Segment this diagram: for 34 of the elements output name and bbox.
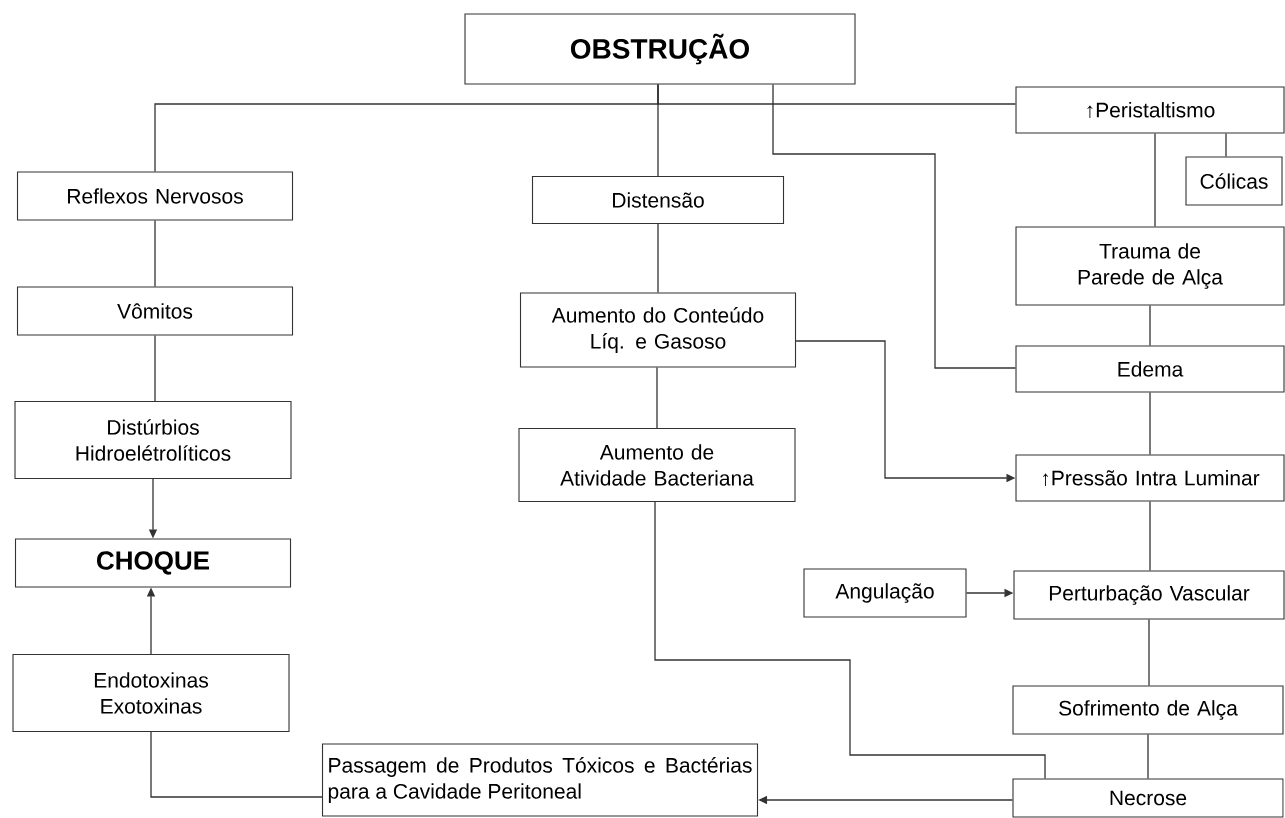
flow-box: Sofrimento de Alça (1012, 685, 1284, 735)
connector-line (656, 366, 658, 429)
connector-line (654, 501, 1046, 780)
connector-line (154, 334, 156, 402)
connector-line (657, 223, 659, 294)
connector-line (657, 83, 1017, 105)
flow-box: Trauma de Parede de Alça (1015, 226, 1285, 306)
flow-box: Distúrbios Hidroelétrolíticos (14, 400, 292, 480)
connector-line (1147, 733, 1149, 780)
flow-box: ↑Peristaltismo (1015, 86, 1285, 134)
connector-line (1149, 391, 1151, 456)
flow-box: Necrose (1012, 778, 1284, 818)
flow-box: Aumento do Conteúdo Líq. e Gasoso (519, 292, 797, 368)
connector-line (1149, 500, 1151, 572)
flow-box: Perturbação Vascular (1013, 570, 1285, 620)
flow-box: Vômitos (16, 286, 294, 336)
flow-box: Reflexos Nervosos (16, 171, 294, 221)
connector-line (1148, 618, 1150, 687)
flow-box: Angulação (803, 568, 967, 618)
connector-line (772, 83, 1017, 369)
connector-line (150, 731, 323, 798)
flow-box: Passagem de Produtos Tóxicos e Bactérias para a Cavidade Peritoneal (321, 743, 759, 817)
connector-line (154, 219, 156, 288)
flow-box: Endotoxinas Exotoxinas (12, 653, 290, 733)
flow-box: Distensão (531, 175, 785, 225)
connector-line (1149, 304, 1151, 347)
flow-box: OBSTRUÇÃO (464, 13, 856, 85)
flow-box: Aumento de Atividade Bacteriana (518, 427, 796, 503)
flow-box: ↑Pressão Intra Luminar (1015, 454, 1285, 502)
flow-box: CHOQUE (14, 538, 292, 588)
flow-box: Cólicas (1185, 156, 1283, 206)
connector-line (1225, 132, 1227, 158)
flow-box: Edema (1015, 345, 1285, 393)
connector-line (1154, 132, 1156, 228)
